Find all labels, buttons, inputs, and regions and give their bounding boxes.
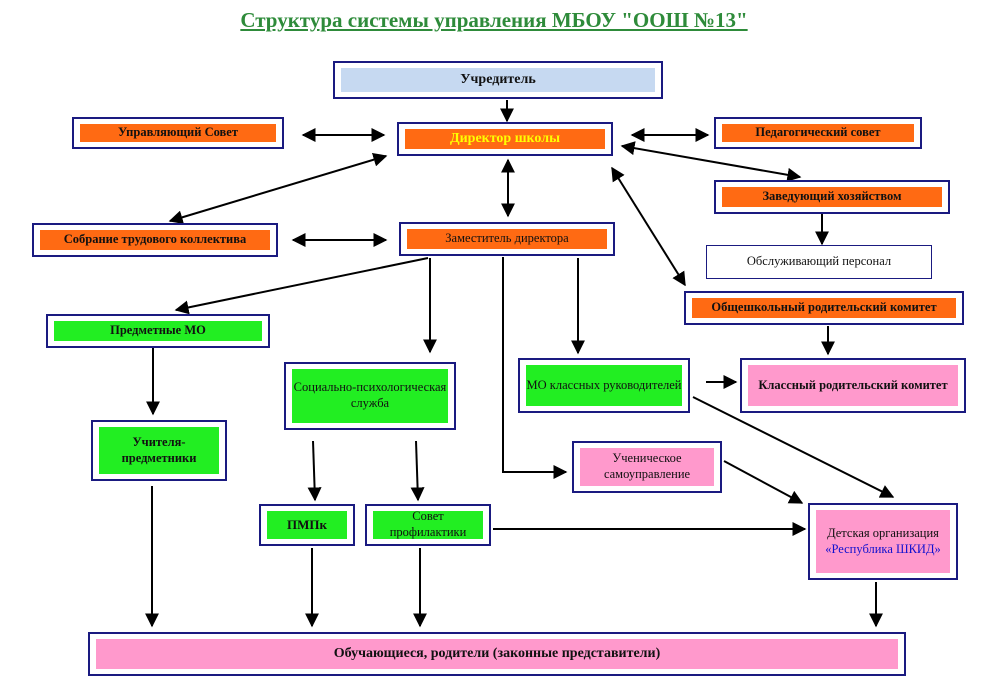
pedagogical-council-box: Педагогический совет [714,117,922,149]
director-box: Директор школы [397,122,613,156]
class-parent-committee-label: Классный родительский комитет [748,365,958,406]
social-psych-service-box: Социально-психологическая служба [284,362,456,430]
arrow-classmo-childorg [692,396,895,498]
student-self-government-label: Ученическое самоуправление [580,448,714,486]
arrow-social-prevention [410,440,425,502]
pedagogical-council-label: Педагогический совет [722,124,914,142]
pmpk-box: ПМПк [259,504,355,546]
pmpk-label: ПМПк [267,511,347,539]
children-organization-label: Детская организация «Республика ШКИД» [816,510,950,573]
subject-mo-label: Предметные МО [54,321,262,341]
service-staff-box: Обслуживающий персонал [706,245,932,279]
students-parents-label: Обучающиеся, родители (законные представ… [96,639,898,669]
arrow-director-parentcommittee [611,166,686,287]
household-manager-label: Заведующий хозяйством [722,187,942,207]
governing-council-box: Управляющий Совет [72,117,284,149]
prevention-council-label: Совет профилактики [373,509,483,539]
labor-meeting-box: Собрание трудового коллектива [32,223,278,257]
subject-teachers-label: Учителя-предметники [99,427,219,474]
class-parent-committee-box: Классный родительский комитет [740,358,966,413]
arrow-deputy-subjectmo [174,257,429,315]
arrow-social-pmpk [307,440,322,502]
service-staff-label: Обслуживающий персонал [713,251,925,273]
subject-teachers-box: Учителя-предметники [91,420,227,481]
class-teachers-mo-box: МО классных руководителей [518,358,690,413]
prevention-council-box: Совет профилактики [365,504,491,546]
arrow-director-labor [168,152,388,225]
household-manager-box: Заведующий хозяйством [714,180,950,214]
deputy-director-box: Заместитель директора [399,222,615,256]
governing-council-label: Управляющий Совет [80,124,276,142]
founder-box: Учредитель [333,61,663,99]
children-organization-line1: Детская организация [827,525,939,540]
class-teachers-mo-label: МО классных руководителей [526,365,682,406]
school-parent-committee-label: Общешкольный родительский комитет [692,298,956,318]
students-parents-box: Обучающиеся, родители (законные представ… [88,632,906,676]
children-organization-box: Детская организация «Республика ШКИД» [808,503,958,580]
arrow-director-household [620,141,802,182]
arrow-selfgov-childorg [723,460,804,504]
subject-mo-box: Предметные МО [46,314,270,348]
school-parent-committee-box: Общешкольный родительский комитет [684,291,964,325]
founder-label: Учредитель [341,68,655,92]
deputy-director-label: Заместитель директора [407,229,607,249]
student-self-government-box: Ученическое самоуправление [572,441,722,493]
social-psych-service-label: Социально-психологическая служба [292,369,448,423]
director-label: Директор школы [405,129,605,149]
diagram-title: Структура системы управления МБОУ "ООШ №… [240,8,748,32]
children-organization-line2: «Республика ШКИД» [825,541,941,556]
labor-meeting-label: Собрание трудового коллектива [40,230,270,250]
